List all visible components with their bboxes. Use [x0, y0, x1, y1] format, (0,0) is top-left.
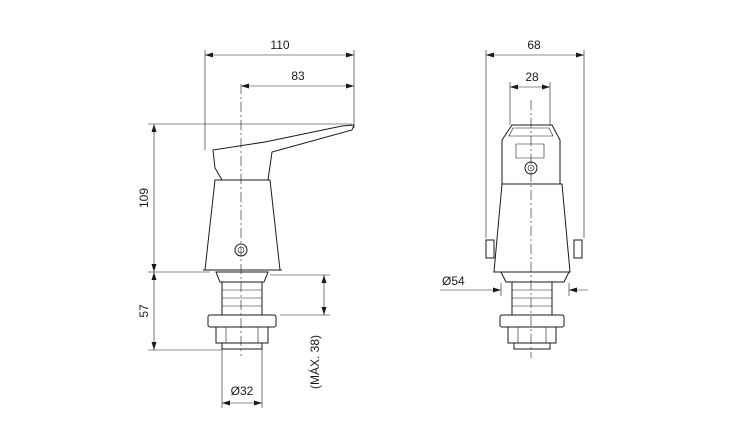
side-threaded-stem: [511, 281, 553, 316]
dim-label-28: 28: [525, 70, 539, 84]
arrowhead: [542, 84, 550, 90]
front-bottom-cap: [221, 342, 263, 350]
arrowhead: [151, 342, 157, 350]
arrowhead: [321, 307, 327, 315]
arrowhead: [254, 400, 262, 406]
dim-label-109: 109: [137, 188, 151, 208]
arrowhead: [486, 52, 494, 58]
front-bottom-fitting: [215, 326, 269, 344]
side-lug-left: [485, 239, 495, 259]
side-bottom-cap: [513, 342, 551, 350]
dim-label-dia32: Ø32: [231, 384, 254, 398]
arrowhead: [321, 275, 327, 283]
dim-label-dia54: Ø54: [442, 274, 465, 288]
arrowhead: [510, 84, 518, 90]
arrowhead: [493, 287, 501, 293]
side-bottom-fitting: [507, 326, 557, 344]
front-locknut: [207, 314, 277, 328]
arrowhead: [241, 83, 249, 89]
dim-label-83: 83: [291, 69, 305, 83]
arrowhead: [151, 272, 157, 280]
arrowhead: [346, 52, 354, 58]
side-lever-top-face: [508, 127, 554, 137]
side-valve-body: [493, 183, 571, 273]
arrowhead: [151, 124, 157, 132]
arrowhead: [569, 287, 577, 293]
side-screw-hole-inner: [527, 164, 535, 172]
arrowhead: [346, 83, 354, 89]
side-lever-recess: [515, 143, 545, 159]
side-lug-right: [573, 239, 583, 259]
arrowhead: [222, 400, 230, 406]
dim-label-68: 68: [527, 38, 541, 52]
front-base-nut: [215, 271, 269, 283]
side-base-nut: [500, 271, 570, 283]
front-threaded-stem: [221, 281, 263, 316]
side-view: 68 28 Ø54: [440, 38, 588, 358]
arrowhead: [151, 264, 157, 272]
front-lever-handle: [212, 124, 355, 181]
dim-label-110: 110: [270, 38, 289, 52]
front-valve-body: [204, 179, 281, 271]
arrowhead: [205, 52, 213, 58]
arrowhead: [576, 52, 584, 58]
front-view: 110 83 109 57 (MÁX. 38) Ø32: [137, 38, 355, 408]
side-locknut: [499, 314, 565, 328]
dim-label-max38: (MÁX. 38): [307, 335, 322, 389]
dim-label-57: 57: [137, 304, 151, 318]
